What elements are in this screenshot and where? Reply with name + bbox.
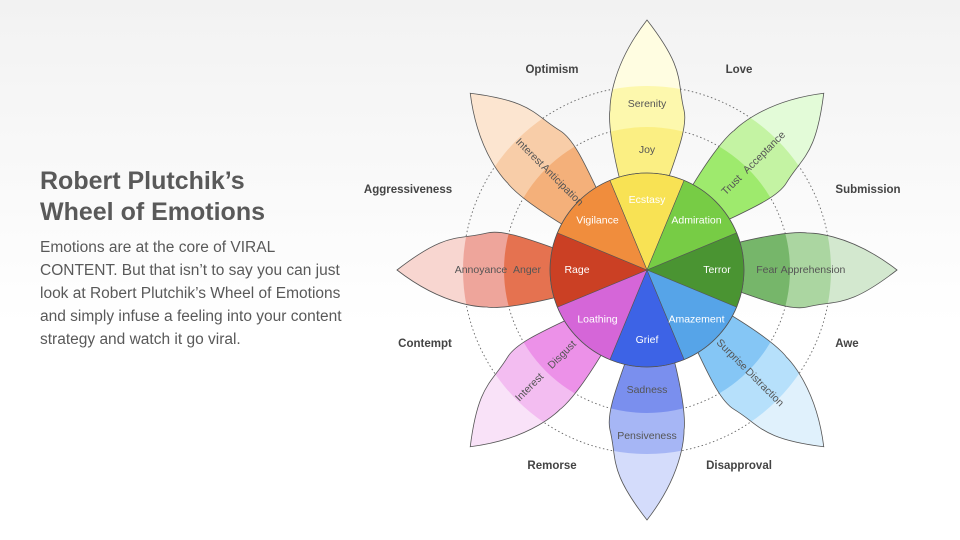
- dyad-label-optimism: Optimism: [525, 64, 578, 76]
- label-anger-inner: Rage: [564, 264, 589, 276]
- dyad-label-contempt: Contempt: [398, 338, 452, 350]
- petal-anticipation-outline: [469, 92, 648, 271]
- label-fear-middle: Fear: [756, 264, 778, 276]
- label-joy-inner: Ecstasy: [629, 194, 667, 206]
- dyad-label-remorse: Remorse: [527, 460, 576, 472]
- petal-joy-outline: [609, 19, 686, 271]
- dyad-label-love: Love: [726, 64, 753, 76]
- label-anger-outer: Annoyance: [455, 264, 508, 276]
- label-anticipation-inner: Vigilance: [576, 215, 619, 227]
- label-sadness-outer: Pensiveness: [617, 430, 677, 442]
- petal-anger-outline: [396, 231, 648, 308]
- label-surprise-inner: Amazement: [668, 313, 724, 325]
- petal-surprise-outline: [646, 269, 825, 448]
- label-joy-outer: Serenity: [628, 98, 667, 110]
- core-ring: [549, 172, 745, 368]
- slide-title-line-1: Robert Plutchik’s: [40, 167, 245, 195]
- label-joy-middle: Joy: [639, 144, 656, 156]
- label-fear-outer: Apprehension: [781, 264, 846, 276]
- petal-disgust-outline: [469, 269, 648, 448]
- slide-title-line-2: Wheel of Emotions: [40, 198, 265, 226]
- label-sadness-middle: Sadness: [627, 384, 668, 396]
- petal-trust-middle-band: [647, 127, 790, 271]
- slide-body-text: Emotions are at the core of VIRAL CONTEN…: [40, 239, 342, 348]
- petal-sadness-outline: [608, 269, 685, 521]
- label-anger-middle: Anger: [513, 264, 542, 276]
- petal-anticipation-middle-band: [504, 127, 647, 271]
- petal-disgust-middle-band: [504, 270, 647, 413]
- label-sadness-inner: Grief: [636, 334, 659, 346]
- petal-fear-outline: [646, 232, 898, 309]
- slide-title: Robert Plutchik’s Wheel of Emotions: [40, 166, 360, 228]
- label-trust-inner: Admiration: [671, 215, 721, 227]
- dyad-label-aggressiveness: Aggressiveness: [364, 184, 452, 196]
- petal-surprise-middle-band: [647, 270, 790, 413]
- petal-trust-outline: [646, 92, 825, 271]
- label-disgust-inner: Loathing: [577, 313, 617, 325]
- dyad-label-awe: Awe: [835, 338, 858, 350]
- dyad-label-disapproval: Disapproval: [706, 460, 772, 472]
- label-fear-inner: Terror: [703, 264, 731, 276]
- dyad-label-submission: Submission: [835, 184, 900, 196]
